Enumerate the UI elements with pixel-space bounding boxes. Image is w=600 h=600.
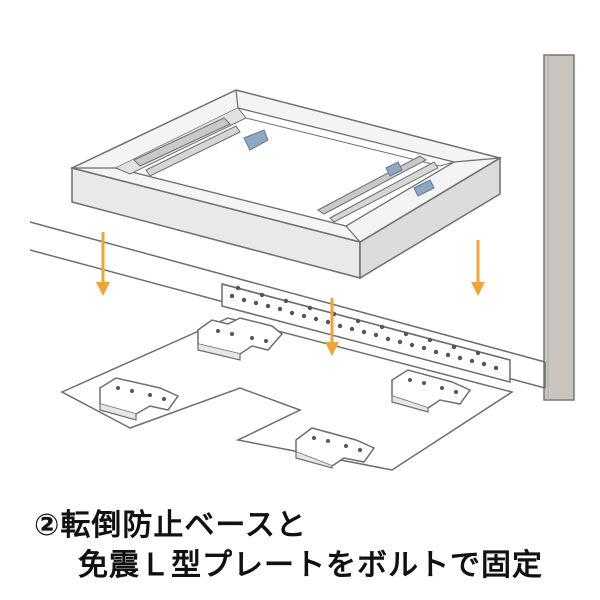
l-plate-top [197, 317, 284, 361]
base-frame [69, 89, 502, 280]
wall [543, 54, 575, 401]
l-plate-right [391, 369, 472, 413]
down-arrow-icon [96, 232, 110, 296]
caption-line-1: ②転倒防止ベースと [34, 508, 307, 543]
anti-topple-base [221, 283, 511, 383]
bolt-holes [229, 285, 499, 371]
down-arrow-icon [471, 240, 485, 296]
l-plate-left [99, 377, 180, 421]
down-arrow-icon [325, 298, 339, 356]
installation-illustration [29, 54, 575, 471]
caption-line-2: 免震Ｌ型プレートをボルトで固定 [78, 548, 543, 583]
floor-sheet [60, 317, 514, 471]
l-plate-bottom [295, 427, 376, 469]
